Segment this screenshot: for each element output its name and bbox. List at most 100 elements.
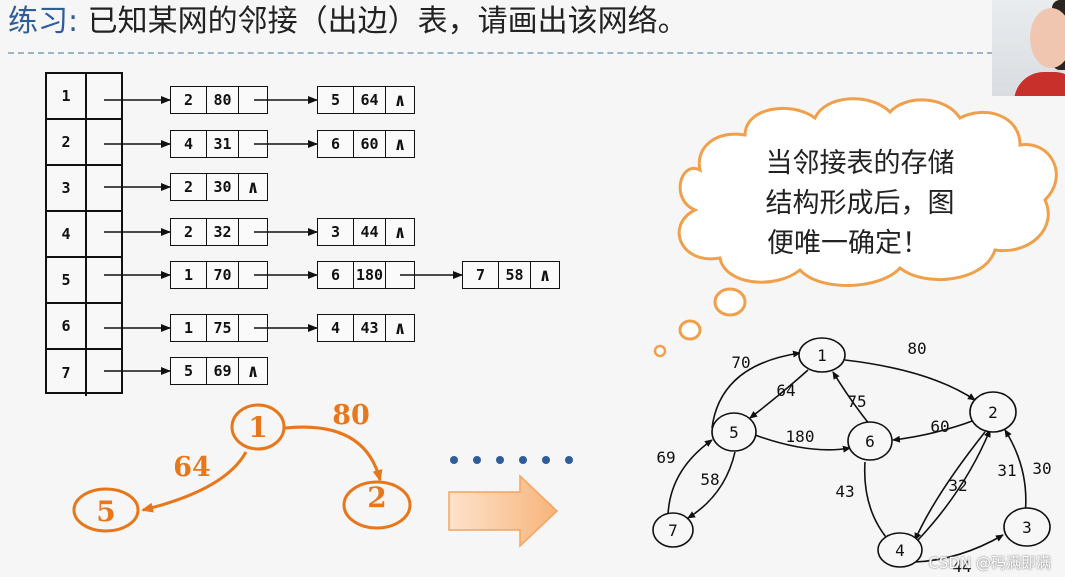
null-pointer: ∧ <box>394 89 406 111</box>
edge-weight-label: 80 <box>907 339 926 358</box>
edge-weight-label: 44 <box>952 557 971 576</box>
vertex-id: 1 <box>47 74 87 118</box>
edge-2-6 <box>892 419 976 443</box>
sketch-node-2 <box>342 480 412 530</box>
sketch-graph <box>72 403 412 533</box>
graph-node-label: 6 <box>865 432 875 451</box>
edge-weight-label: 31 <box>997 461 1016 480</box>
edge-1-5 <box>749 369 809 419</box>
edge-weight: 32 <box>207 219 239 245</box>
edge-vertex: 1 <box>171 315 207 341</box>
page-title: 练习: 已知某网的邻接（出边）表，请画出该网络。 <box>8 2 688 42</box>
vertex-row: 3 <box>47 166 121 212</box>
vertex-row: 5 <box>47 258 121 304</box>
sketch-labels: 1 5 2 64 80 <box>96 400 386 528</box>
edge-weight-label: 64 <box>776 381 795 400</box>
edge-weight-label: 30 <box>1032 459 1051 478</box>
sketch-weight-label: 80 <box>332 400 370 431</box>
edge-4-3 <box>914 534 1004 563</box>
graph-node-2 <box>969 391 1017 433</box>
null-pointer: ∧ <box>247 360 259 382</box>
edge-weight-label: 60 <box>930 417 949 436</box>
vertex-row: 6 <box>47 304 121 350</box>
edge-vertex: 1 <box>171 262 207 288</box>
edge-5-6 <box>754 434 851 453</box>
vertex-id: 5 <box>47 258 87 302</box>
edge-weight-label: 32 <box>948 476 967 495</box>
edge-3-2 <box>1004 429 1027 516</box>
edge-6-1 <box>832 371 871 426</box>
graph-node-label: 7 <box>668 521 678 540</box>
sketch-edge-1-5 <box>141 451 248 513</box>
network-nodes <box>652 337 1051 568</box>
cloud-line: 结构形成后，图 <box>766 188 955 219</box>
edge-weight: 70 <box>207 262 239 288</box>
graph-node-label: 2 <box>988 403 998 422</box>
list-pointers <box>104 96 463 375</box>
edge-weight: 44 <box>354 219 386 245</box>
edge-weight-label: 58 <box>700 470 719 489</box>
vertex-id: 4 <box>47 212 87 256</box>
null-pointer: ∧ <box>394 133 406 155</box>
edge-5-1 <box>711 350 801 429</box>
graph-node-6 <box>847 421 893 461</box>
graph-node-1 <box>798 337 846 373</box>
null-pointer: ∧ <box>247 176 259 198</box>
webcam-overlay <box>992 0 1065 96</box>
vertex-id: 6 <box>47 304 87 348</box>
edge-weight: 58 <box>499 262 531 288</box>
vertex-row: 7 <box>47 350 121 396</box>
edge-weight-label: 75 <box>847 392 866 411</box>
edge-5-7 <box>687 451 736 519</box>
edge-vertex: 6 <box>318 262 354 288</box>
edge-weight-label: 70 <box>731 353 750 372</box>
edge-vertex: 7 <box>463 262 499 288</box>
graph-node-5 <box>711 412 757 452</box>
vertex-row: 4 <box>47 212 121 258</box>
graph-node-3 <box>1003 507 1051 547</box>
edge-weight: 69 <box>207 358 239 384</box>
edge-7-5 <box>667 439 713 516</box>
graph-node-label: 1 <box>817 346 827 365</box>
null-pointer: ∧ <box>539 264 551 286</box>
edge-vertex: 3 <box>318 219 354 245</box>
edge-vertex: 5 <box>318 87 354 113</box>
graph-node-label: 3 <box>1022 518 1032 537</box>
edge-vertex: 4 <box>171 131 207 157</box>
graph-node-4 <box>877 532 923 568</box>
vertex-id: 3 <box>47 166 87 210</box>
sketch-node-5 <box>72 487 140 533</box>
right-arrow-icon <box>448 474 559 548</box>
edge-1-2 <box>844 359 976 401</box>
edge-weight: 30 <box>207 174 239 200</box>
edge-weight: 180 <box>354 262 386 288</box>
title-text: 已知某网的邻接（出边）表，请画出该网络。 <box>87 4 688 39</box>
edge-weight-label: 180 <box>786 427 815 446</box>
title-colon: : <box>68 4 79 39</box>
title-divider <box>8 52 993 54</box>
edge-vertex: 4 <box>318 315 354 341</box>
vertex-row: 1 <box>47 74 121 120</box>
sketch-edge-1-2 <box>284 425 383 482</box>
sketch-node-label: 2 <box>367 481 386 514</box>
edge-vertex: 2 <box>171 219 207 245</box>
vertex-table: 1 2 3 4 5 6 7 <box>45 72 123 396</box>
edge-weight: 80 <box>207 87 239 113</box>
edge-vertex: 5 <box>171 358 207 384</box>
vertex-id: 7 <box>47 350 87 396</box>
null-pointer: ∧ <box>394 317 406 339</box>
sketch-node-1 <box>230 403 286 451</box>
sketch-node-label: 1 <box>248 411 267 444</box>
edge-vertex: 2 <box>171 87 207 113</box>
ellipsis-dots <box>450 456 573 464</box>
